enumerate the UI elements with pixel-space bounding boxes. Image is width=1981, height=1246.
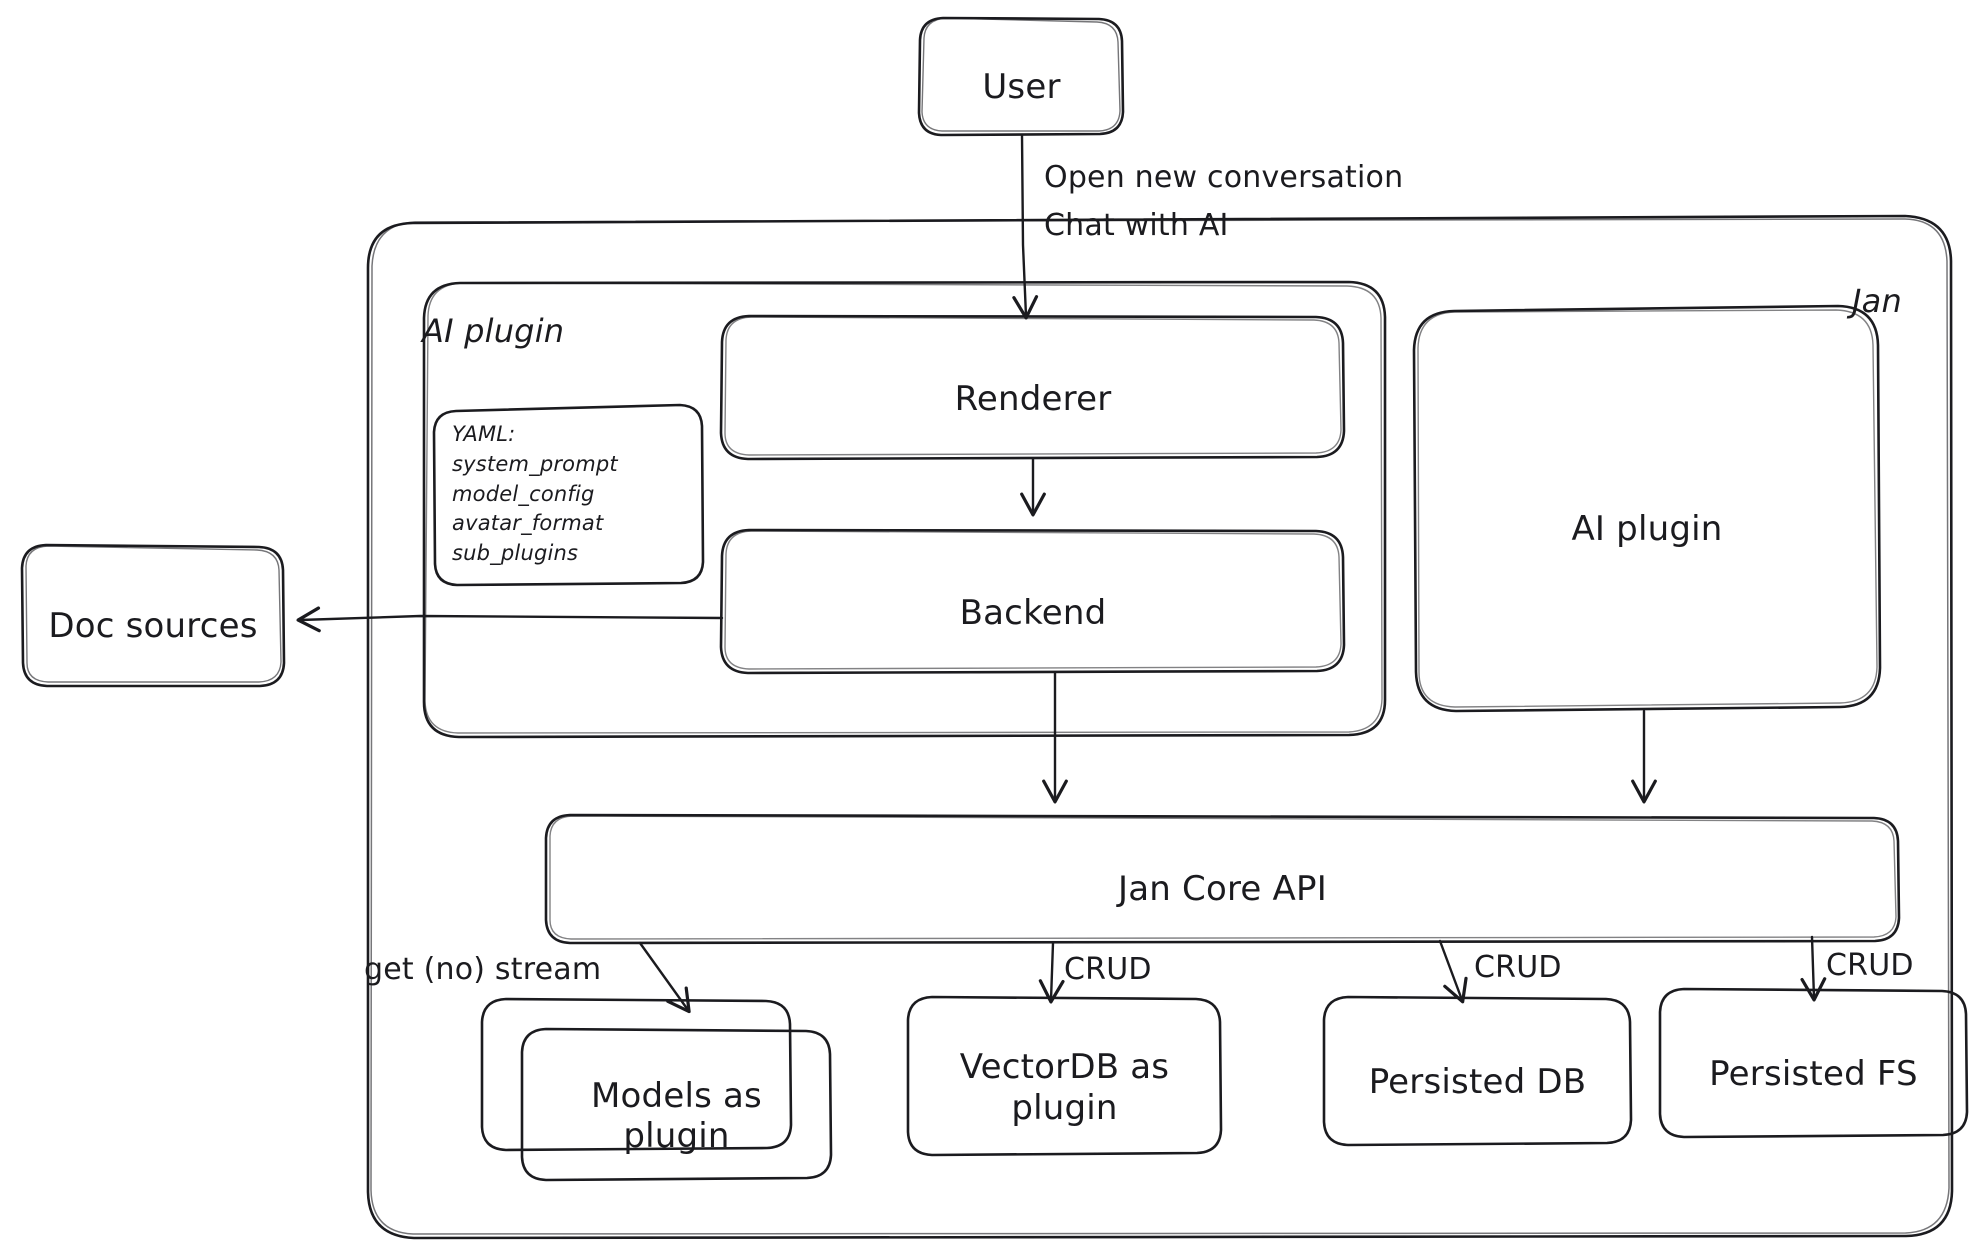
edge-core-to-models — [638, 941, 691, 1014]
node-persisted-fs-outline — [1658, 987, 1969, 1139]
edge-label-user-to-renderer-line2: Chat with AI — [1044, 208, 1229, 243]
container-jan-label: Jan — [1852, 282, 1902, 320]
node-persisted-db-outline — [1322, 995, 1633, 1147]
node-models-as-plugin-label: Models as plugin — [522, 1052, 831, 1180]
node-jan-core-api-label: Jan Core API — [1118, 869, 1327, 910]
node-doc-sources-label: Doc sources — [48, 606, 258, 647]
edge-label-user-to-renderer-line1: Open new conversation — [1044, 160, 1404, 195]
node-renderer-label: Renderer — [954, 379, 1112, 420]
container-ai-plugin-group-outline — [422, 280, 1387, 739]
node-backend-label: Backend — [959, 593, 1107, 634]
edge-user-to-renderer — [1012, 133, 1039, 320]
node-jan-core-api-outline — [544, 813, 1901, 945]
yaml-card-text: YAML: system_prompt model_config avatar_… — [452, 420, 618, 569]
node-models-as-plugin-line1: Models as — [591, 1075, 762, 1116]
node-models-as-plugin-line2: plugin — [623, 1116, 730, 1156]
node-persisted-fs-label: Persisted FS — [1709, 1053, 1918, 1094]
edge-label-core-to-persisted-db: CRUD — [1474, 950, 1562, 985]
node-vectordb-as-plugin-outline — [906, 995, 1223, 1157]
edge-core-to-vectordb — [1038, 941, 1065, 1004]
edge-label-core-to-models: get (no) stream — [364, 952, 602, 987]
node-persisted-db-label: Persisted DB — [1368, 1061, 1587, 1102]
edge-label-core-to-persisted-fs: CRUD — [1826, 948, 1914, 983]
node-doc-sources-outline — [20, 543, 286, 688]
edge-core-to-persisted-db — [1438, 939, 1468, 1004]
edge-label-core-to-vectordb: CRUD — [1064, 952, 1152, 987]
yaml-item-model-config: model_config — [452, 481, 595, 506]
node-vectordb-as-plugin-label: VectorDB as plugin — [908, 1020, 1221, 1155]
yaml-header: YAML: — [452, 422, 516, 446]
node-vectordb-as-plugin-line1: VectorDB as — [959, 1047, 1170, 1088]
node-ai-plugin-right-outline — [1412, 304, 1882, 713]
edge-backend-to-doc-sources — [296, 606, 724, 633]
node-ai-plugin-right-label: AI plugin — [1571, 509, 1723, 550]
node-yaml-card-outline — [432, 403, 705, 587]
node-models-as-plugin-outline — [480, 997, 833, 1182]
node-backend-outline — [719, 528, 1346, 675]
yaml-item-sub-plugins: sub_plugins — [452, 541, 579, 566]
container-jan-outline — [366, 214, 1954, 1240]
node-vectordb-as-plugin-line2: plugin — [1011, 1087, 1118, 1128]
node-user-label: User — [982, 66, 1061, 107]
container-ai-plugin-group-label: AI plugin — [422, 312, 565, 350]
yaml-item-system-prompt: system_prompt — [452, 451, 618, 476]
node-user-outline — [917, 16, 1125, 137]
edge-core-to-persisted-fs — [1800, 935, 1827, 1002]
edges — [296, 133, 1827, 1014]
yaml-item-avatar-format: avatar_format — [452, 511, 604, 536]
node-renderer-outline — [719, 314, 1346, 461]
